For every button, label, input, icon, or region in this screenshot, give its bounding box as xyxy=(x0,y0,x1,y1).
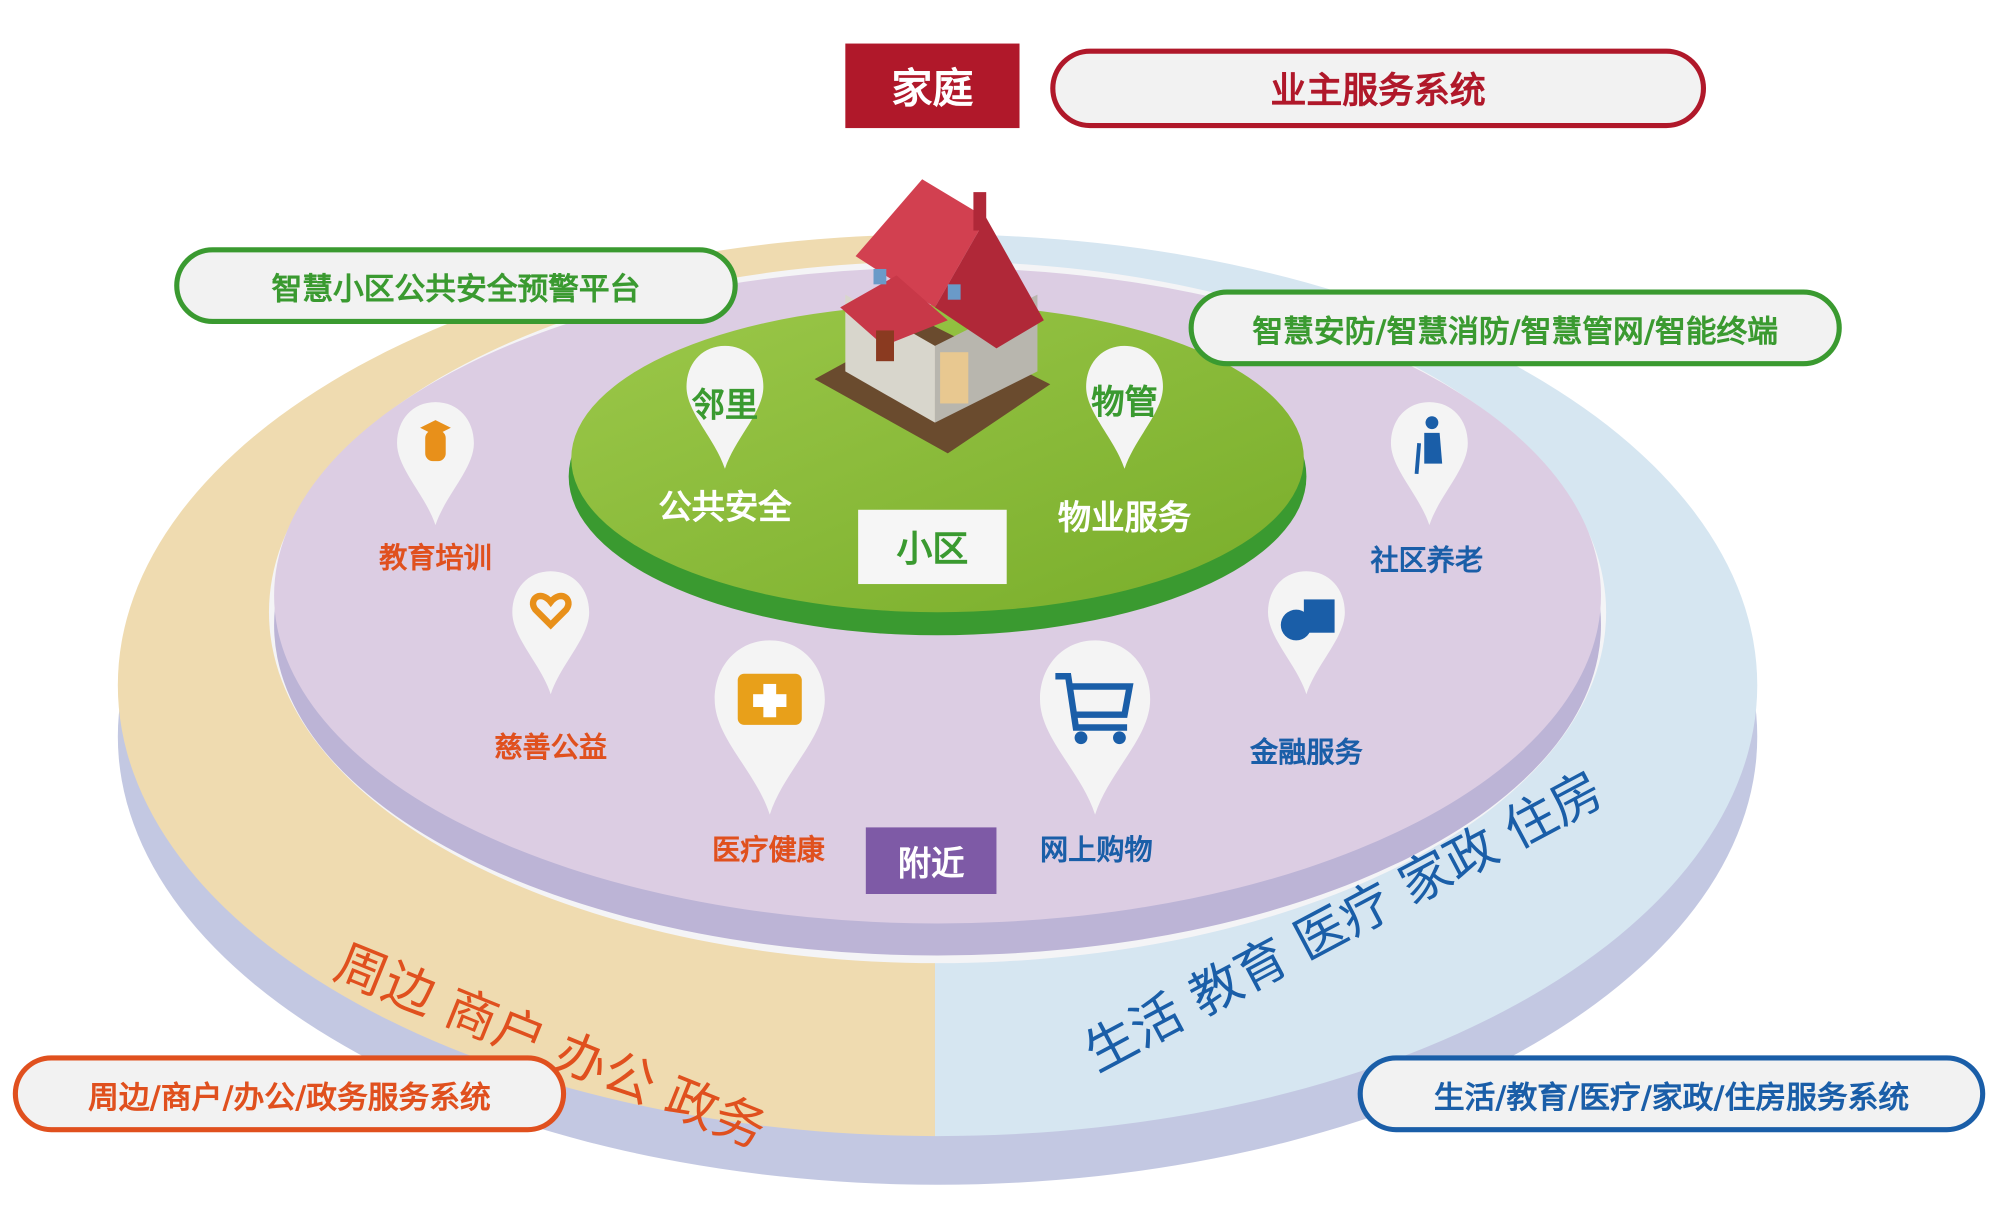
property-pin-label: 物管 xyxy=(1091,384,1158,423)
education-label[interactable]: 教育培训 xyxy=(379,543,492,576)
shopping-cart-icon xyxy=(1040,640,1151,815)
nearby-tag: 附近 xyxy=(865,827,997,894)
smart-security-button[interactable]: 智慧安防/智慧消防/智慧管网/智能终端 xyxy=(1188,289,1842,367)
public-safety-label[interactable]: 公共安全 xyxy=(658,489,792,528)
medical-kit-icon xyxy=(714,640,825,815)
shopping-label[interactable]: 网上购物 xyxy=(1039,835,1153,868)
surrounding-system-button[interactable]: 周边/商户/办公/政务服务系统 xyxy=(12,1055,567,1133)
property-pin-icon xyxy=(1086,345,1163,469)
family-tag: 家庭 xyxy=(845,43,1020,129)
coins-icon xyxy=(1267,571,1345,695)
owner-system-button[interactable]: 业主服务系统 xyxy=(1050,48,1707,129)
medical-label[interactable]: 医疗健康 xyxy=(712,835,825,868)
heart-hands-icon xyxy=(512,571,590,695)
public-safety-platform-button[interactable]: 智慧小区公共安全预警平台 xyxy=(174,247,738,325)
elderly-care-label[interactable]: 社区养老 xyxy=(1370,545,1484,578)
elderly-icon xyxy=(1390,402,1468,526)
neighbor-pin-label: 邻里 xyxy=(691,386,759,426)
graduate-icon xyxy=(397,402,474,526)
finance-label[interactable]: 金融服务 xyxy=(1250,737,1363,770)
charity-label[interactable]: 慈善公益 xyxy=(494,732,608,765)
neighbor-pin-icon xyxy=(686,345,764,469)
house-icon xyxy=(814,179,1051,454)
community-tag: 小区 xyxy=(858,509,1007,585)
life-system-button[interactable]: 生活/教育/医疗/家政/住房服务系统 xyxy=(1357,1055,1986,1133)
property-service-label[interactable]: 物业服务 xyxy=(1057,499,1192,538)
